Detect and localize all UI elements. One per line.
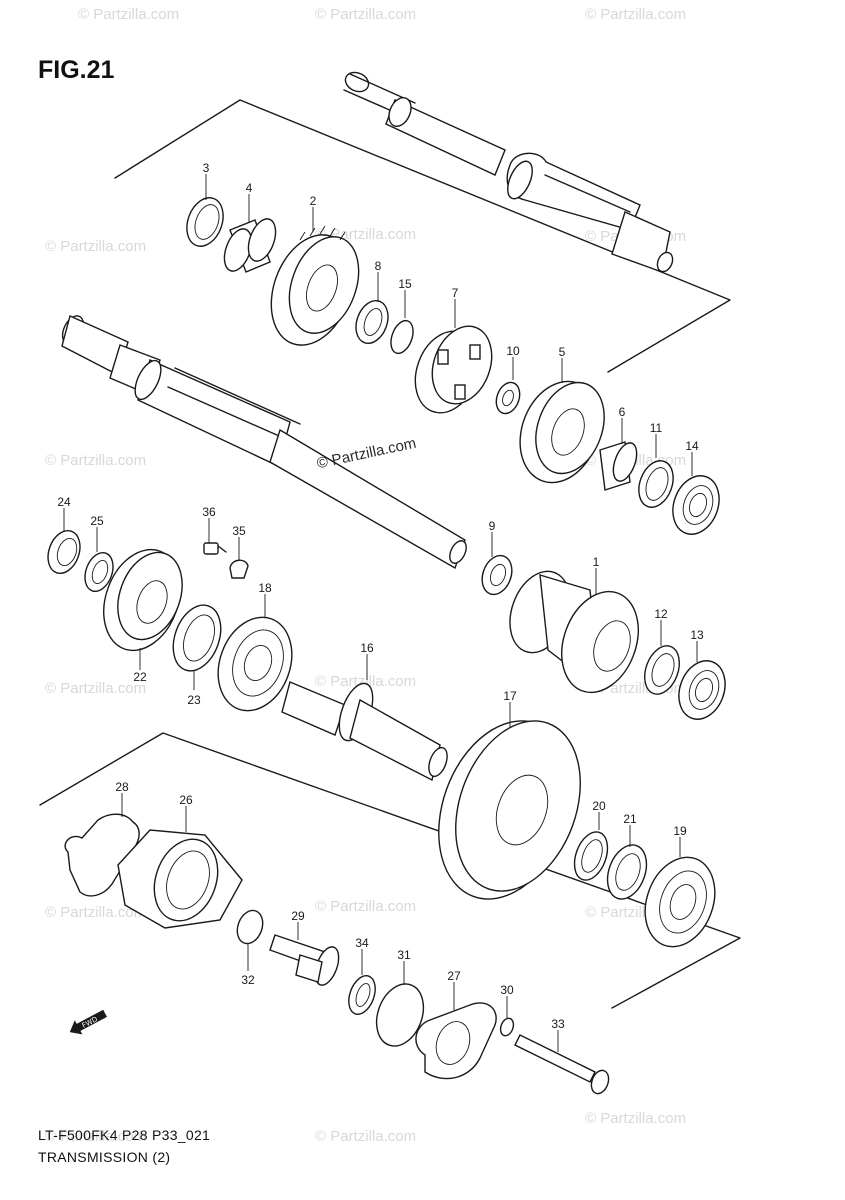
callout-19: 19 [673, 824, 687, 838]
fwd-arrow-icon: FWD [69, 1009, 107, 1035]
callout-27: 27 [447, 969, 461, 983]
callout-16: 16 [360, 641, 374, 655]
part-24-oil-seal [47, 529, 81, 575]
callout-15: 15 [398, 277, 412, 291]
part-11-washer [638, 460, 674, 508]
part-14-bearing [672, 475, 720, 535]
part-27-cover [415, 1002, 497, 1080]
part-30-washer [499, 1017, 515, 1037]
part-4-needle-bearing [223, 218, 277, 273]
model-code: LT-F500FK4 P28 P33_021 [38, 1127, 211, 1143]
part-36-bolt [203, 542, 227, 555]
callout-3: 3 [202, 161, 210, 175]
part-18-bearing [217, 616, 293, 712]
figure-title: FIG.21 [38, 56, 115, 84]
part-9-washer [481, 554, 513, 596]
callout-8: 8 [374, 259, 382, 273]
part-21-washer [606, 844, 648, 900]
watermark: © Partzilla.com [315, 6, 417, 23]
part-16-output-shaft [281, 681, 448, 782]
callout-23: 23 [187, 693, 201, 707]
callout-11: 11 [649, 421, 663, 435]
watermark: © Partzilla.com [45, 680, 147, 697]
part-13-bearing [678, 660, 726, 720]
callout-25: 25 [90, 514, 104, 528]
part-32-seal [236, 909, 264, 945]
part-28-gasket [64, 813, 140, 897]
callout-1: 1 [592, 555, 600, 569]
callout-9: 9 [488, 519, 496, 533]
part-31-o-ring [375, 983, 425, 1047]
countershaft [343, 71, 674, 273]
callout-31: 31 [397, 948, 411, 962]
callout-6: 6 [618, 405, 626, 419]
watermark: © Partzilla.com [315, 898, 417, 915]
part-12-washer [644, 645, 680, 695]
callout-18: 18 [258, 581, 272, 595]
callout-20: 20 [592, 799, 606, 813]
part-26-bearing-housing [117, 829, 243, 929]
callout-22: 22 [133, 670, 147, 684]
part-35-clip [229, 559, 249, 579]
leader-lines [63, 174, 698, 1052]
part-22-gear [103, 548, 183, 652]
assembly-outline-upper [114, 99, 731, 373]
callout-32: 32 [241, 973, 255, 987]
callout-33: 33 [551, 1017, 565, 1031]
callout-12: 12 [654, 607, 668, 621]
callout-13: 13 [690, 628, 704, 642]
callout-36: 36 [202, 505, 216, 519]
part-19-bearing [644, 856, 716, 948]
callout-5: 5 [558, 345, 566, 359]
watermark: © Partzilla.com [585, 1110, 687, 1127]
callout-34: 34 [355, 936, 369, 950]
fwd-label: FWD [81, 1015, 99, 1030]
callout-10: 10 [506, 344, 520, 358]
part-6-bushing [599, 441, 638, 491]
part-33-bolt [514, 1034, 610, 1095]
part-2-gear [270, 225, 360, 346]
part-15-circlip [390, 319, 414, 355]
part-8-washer [355, 299, 389, 345]
callout-4: 4 [245, 181, 253, 195]
part-3-ring [186, 197, 224, 247]
callout-7: 7 [451, 286, 459, 300]
watermark: © Partzilla.com [45, 904, 147, 921]
watermark: © Partzilla.com [78, 6, 180, 23]
callout-14: 14 [685, 439, 699, 453]
part-7-shift-dog [414, 325, 493, 414]
part-5-gear [519, 380, 605, 484]
watermark: © Partzilla.com [315, 673, 417, 690]
part-34-ring [348, 975, 376, 1015]
callout-26: 26 [179, 793, 193, 807]
watermark: © Partzilla.com [315, 1128, 417, 1145]
watermark: © Partzilla.com [45, 1128, 147, 1145]
part-29-pinion [269, 934, 340, 986]
part-20-ring [573, 831, 609, 881]
part-10-washer [495, 381, 521, 415]
callout-29: 29 [291, 909, 305, 923]
callout-2: 2 [309, 194, 317, 208]
callout-30: 30 [500, 983, 514, 997]
callout-21: 21 [623, 812, 637, 826]
part-17-large-gear [438, 720, 581, 900]
mainshaft [61, 315, 467, 570]
watermark: © Partzilla.com [45, 452, 147, 469]
callout-35: 35 [232, 524, 246, 538]
watermark: © Partzilla.com [585, 6, 687, 23]
callout-28: 28 [115, 780, 129, 794]
callout-24: 24 [57, 495, 71, 509]
section-title: TRANSMISSION (2) [38, 1149, 171, 1165]
part-1-gear [509, 570, 639, 694]
callout-17: 17 [503, 689, 517, 703]
watermark: © Partzilla.com [45, 238, 147, 255]
